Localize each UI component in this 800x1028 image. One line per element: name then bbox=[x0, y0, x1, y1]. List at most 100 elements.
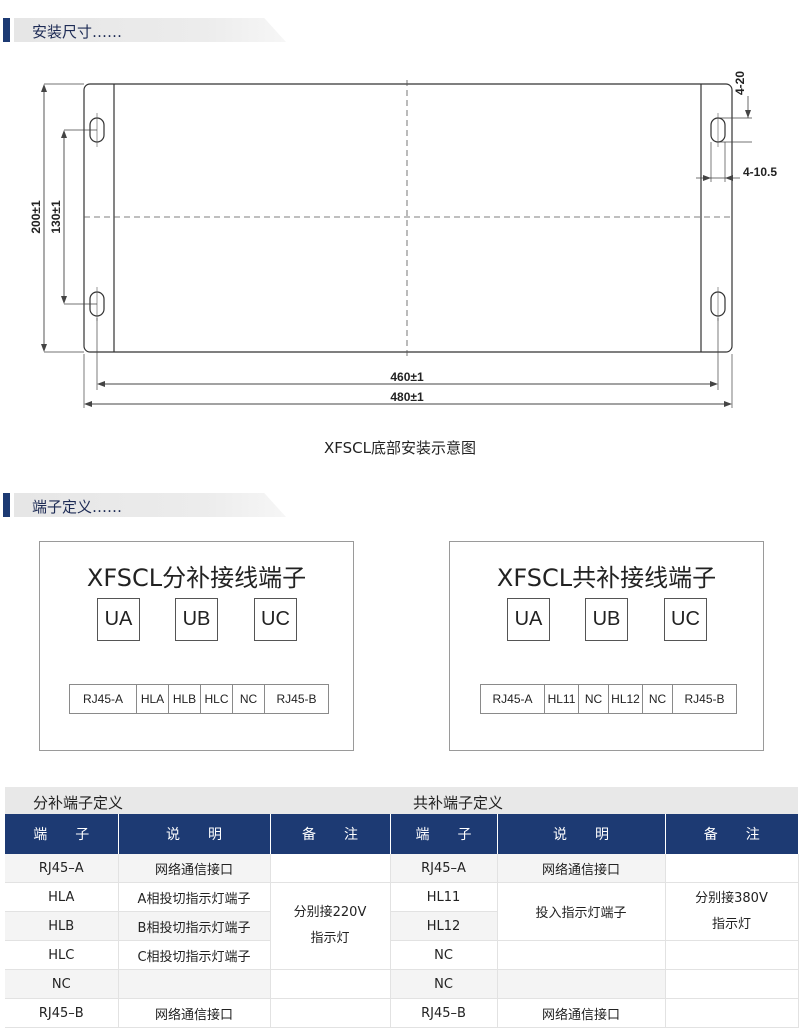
strip-cell: HLA bbox=[136, 685, 168, 713]
terminal-definition-table: 端 子 说 明 备 注 端 子 说 明 备 注 RJ45–A 网络通信接口 RJ… bbox=[5, 814, 799, 1028]
col-header: 端 子 bbox=[5, 814, 119, 854]
col-header: 说 明 bbox=[118, 814, 271, 854]
strip-cell: HL12 bbox=[608, 685, 642, 713]
terminal-strip: RJ45-A HL11 NC HL12 NC RJ45-B bbox=[480, 684, 737, 714]
table-title-split: 分补端子定义 bbox=[33, 794, 124, 812]
cell-terminal: HL12 bbox=[390, 911, 498, 941]
section-accent-bar bbox=[3, 18, 10, 42]
cell-terminal: NC bbox=[5, 969, 119, 999]
dimension-width-outer bbox=[83, 354, 733, 408]
terminal-box: UA bbox=[507, 598, 550, 641]
cell-note-empty bbox=[270, 969, 391, 999]
table-row: HLA A相投切指示灯端子 分别接220V 指示灯 HL11 投入指示灯端子 分… bbox=[5, 882, 799, 970]
note-line: 指示灯 bbox=[711, 916, 751, 932]
table-row: RJ45–B 网络通信接口 RJ45–B 网络通信接口 bbox=[5, 998, 799, 1028]
cell-terminal: HLB bbox=[5, 911, 119, 941]
cell-note-empty bbox=[665, 940, 799, 970]
terminal-panel-split: XFSCL分补接线端子 UA UB UC RJ45-A HLA HLB HLC … bbox=[39, 541, 354, 751]
cell-description: A相投切指示灯端子 bbox=[118, 882, 271, 912]
cell-description bbox=[497, 969, 666, 999]
cell-terminal: RJ45–A bbox=[390, 854, 498, 883]
dimension-width-inner bbox=[96, 318, 719, 390]
strip-cell: RJ45-B bbox=[672, 685, 736, 713]
cell-terminal: NC bbox=[390, 940, 498, 970]
cell-description bbox=[118, 969, 271, 999]
strip-cell: NC bbox=[642, 685, 672, 713]
dimension-slot bbox=[718, 96, 752, 143]
col-header: 备 注 bbox=[270, 814, 391, 854]
plate-outline bbox=[83, 83, 733, 353]
cell-description bbox=[497, 940, 666, 970]
dimension-hole bbox=[696, 142, 740, 182]
table-title-common: 共补端子定义 bbox=[413, 794, 504, 812]
strip-cell: NC bbox=[232, 685, 264, 713]
panel-title: XFSCL共补接线端子 bbox=[496, 564, 717, 592]
cell-terminal: HLA bbox=[5, 882, 119, 912]
dim-label-width-outer: 480±1 bbox=[390, 390, 424, 404]
section-accent-bar bbox=[3, 493, 10, 517]
cell-terminal: RJ45–B bbox=[5, 998, 119, 1028]
terminal-strip: RJ45-A HLA HLB HLC NC RJ45-B bbox=[69, 684, 329, 714]
cell-note-empty bbox=[665, 854, 799, 883]
dim-label-height-outer: 200±1 bbox=[29, 200, 43, 234]
strip-cell: HL11 bbox=[544, 685, 578, 713]
note-line: 分别接380V bbox=[695, 890, 768, 906]
mounting-slot bbox=[710, 287, 726, 321]
table-row: RJ45–A 网络通信接口 RJ45–A 网络通信接口 bbox=[5, 854, 799, 883]
note-line: 指示灯 bbox=[310, 931, 350, 946]
col-header: 备 注 bbox=[665, 814, 798, 854]
panel-title: XFSCL分补接线端子 bbox=[86, 564, 307, 592]
terminal-box: UB bbox=[175, 598, 218, 641]
col-header: 说 明 bbox=[497, 814, 666, 854]
dimension-height-outer bbox=[41, 83, 84, 353]
dim-label-width-inner: 460±1 bbox=[390, 370, 424, 384]
cell-description: B相投切指示灯端子 bbox=[118, 911, 271, 941]
dim-label-height-inner: 130±1 bbox=[49, 200, 63, 234]
cell-note: 分别接220V 指示灯 bbox=[270, 882, 391, 970]
dim-label-slot: 4-20 bbox=[733, 71, 747, 95]
terminal-box: UA bbox=[97, 598, 140, 641]
table-row: NC NC bbox=[5, 969, 799, 999]
section-title: 端子定义…… bbox=[32, 498, 123, 516]
cell-description: 投入指示灯端子 bbox=[497, 882, 666, 941]
section-band bbox=[14, 493, 286, 517]
cell-description: 网络通信接口 bbox=[118, 998, 271, 1028]
cell-terminal: HL11 bbox=[390, 882, 498, 912]
cell-terminal: NC bbox=[390, 969, 498, 999]
table-row: HLB B相投切指示灯端子 HL12 bbox=[5, 911, 798, 941]
note-line: 分别接220V bbox=[293, 905, 367, 920]
strip-cell: RJ45-A bbox=[492, 692, 533, 706]
cell-terminal: HLC bbox=[5, 940, 119, 970]
cell-note-empty bbox=[270, 998, 391, 1028]
strip-cell: HLC bbox=[200, 685, 232, 713]
dim-label-hole: 4-10.5 bbox=[743, 165, 777, 179]
col-header: 端 子 bbox=[390, 814, 498, 854]
drawing-caption: XFSCL底部安装示意图 bbox=[324, 439, 476, 457]
table-title-band bbox=[5, 787, 798, 814]
cell-description: C相投切指示灯端子 bbox=[118, 940, 271, 970]
cell-note-empty bbox=[270, 854, 391, 883]
cell-note-empty bbox=[665, 998, 799, 1028]
cell-description: 网络通信接口 bbox=[497, 854, 666, 883]
section-header-install: 安装尺寸…… bbox=[0, 12, 800, 42]
strip-cell: NC bbox=[578, 685, 608, 713]
table-row: HLC C相投切指示灯端子 NC bbox=[5, 940, 799, 970]
cell-note-empty bbox=[665, 969, 799, 999]
cell-description: 网络通信接口 bbox=[497, 998, 666, 1028]
strip-cell: HLB bbox=[168, 685, 200, 713]
table-header-row: 端 子 说 明 备 注 端 子 说 明 备 注 bbox=[5, 814, 798, 854]
strip-cell: RJ45-A bbox=[82, 692, 123, 706]
dimension-height-inner bbox=[61, 129, 97, 305]
cell-description: 网络通信接口 bbox=[118, 854, 271, 883]
installation-drawing: 200±1 130±1 460±1 480±1 4-20 bbox=[29, 71, 777, 408]
terminal-box: UC bbox=[664, 598, 707, 641]
strip-cell: RJ45-B bbox=[264, 685, 328, 713]
section-band bbox=[14, 18, 286, 42]
terminal-box: UB bbox=[585, 598, 628, 641]
terminal-box: UC bbox=[254, 598, 297, 641]
section-header-terminal: 端子定义…… bbox=[0, 487, 800, 517]
section-title: 安装尺寸…… bbox=[32, 23, 123, 41]
cell-note: 分别接380V 指示灯 bbox=[665, 882, 799, 941]
cell-terminal: RJ45–A bbox=[5, 854, 119, 883]
cell-terminal: RJ45–B bbox=[390, 998, 498, 1028]
